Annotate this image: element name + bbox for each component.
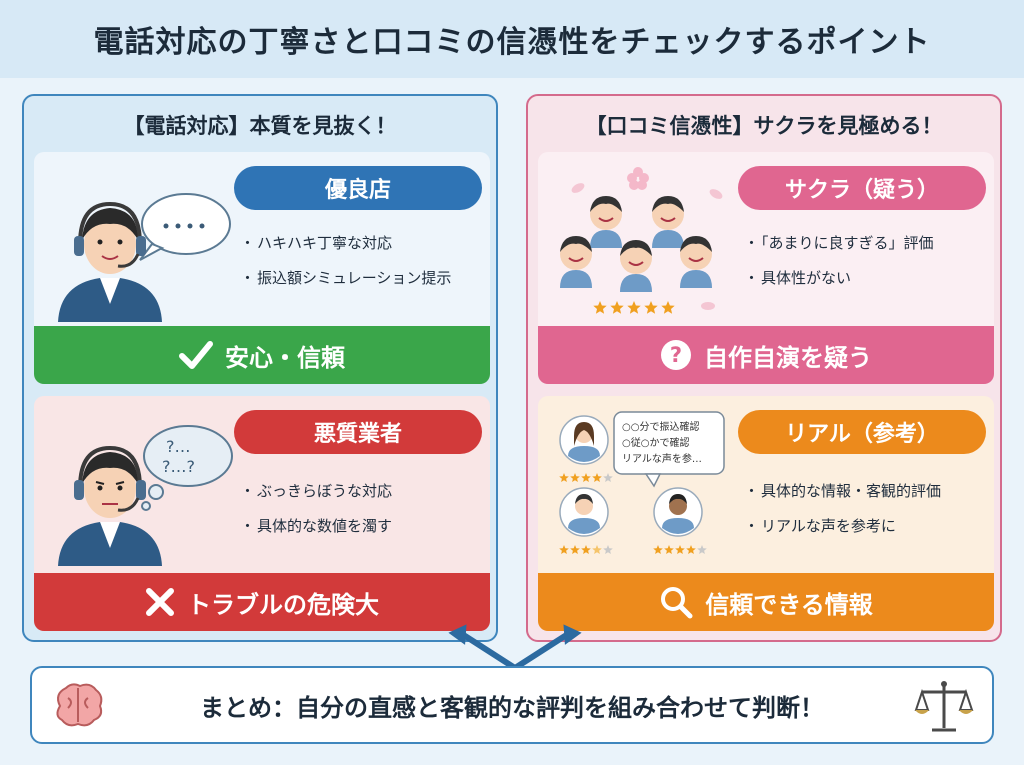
star-icon <box>661 301 675 314</box>
svg-text:?…?: ?…? <box>162 457 195 476</box>
svg-text:○従○かで確認: ○従○かで確認 <box>622 436 689 449</box>
fake-review-point: 「あまりに良すぎる」評価 <box>744 232 934 253</box>
good-shop-point: 振込額シミュレーション提示 <box>240 267 451 288</box>
bad-result-band: トラブルの危険大 <box>34 573 490 631</box>
page-title: 電話対応の丁寧さと口コミの信憑性をチェックするポイント <box>93 25 931 60</box>
fake-review-points: 「あまりに良すぎる」評価 具体性がない <box>744 232 934 302</box>
real-review-card: ○○分で振込確認 ○従○かで確認 リアルな声を参… リアル（参考） 具体的な情報… <box>538 396 994 631</box>
star-icon <box>581 545 591 554</box>
real-result-label: 信頼できる情報 <box>705 590 873 619</box>
good-shop-badge: 優良店 <box>234 166 482 210</box>
star-icon <box>644 301 658 314</box>
bad-shop-points: ぶっきらぼうな対応 具体的な数値を濁す <box>240 480 392 550</box>
star-icon <box>570 473 580 482</box>
star-icon <box>593 301 607 314</box>
real-result-band: 信頼できる情報 <box>538 573 994 631</box>
star-icon <box>610 301 624 314</box>
star-icon <box>570 545 580 554</box>
good-result-label: 安心・信頼 <box>225 343 345 372</box>
good-shop-points: ハキハキ丁寧な対応 振込額シミュレーション提示 <box>240 232 451 302</box>
question-icon: ? <box>660 339 692 371</box>
fake-result-band: ? 自作自演を疑う <box>538 326 994 384</box>
real-review-point: リアルな声を参考に <box>744 515 941 536</box>
star-icon <box>627 301 641 314</box>
fake-review-point: 具体性がない <box>744 267 934 288</box>
real-review-points: 具体的な情報・客観的評価 リアルな声を参考に <box>744 480 941 550</box>
real-reviewers-icon: ○○分で振込確認 ○従○かで確認 リアルな声を参… <box>559 411 725 554</box>
star-icon <box>592 473 602 482</box>
star-ratings <box>559 473 707 554</box>
star-icon <box>664 545 674 554</box>
star-icon <box>603 473 613 482</box>
fake-result-label: 自作自演を疑う <box>704 343 872 372</box>
phone-panel: 【電話対応】本質を見抜く！ 優良店 ハキハキ丁寧な対応 振込額シミュレーション <box>22 94 498 642</box>
summary-box: まとめ：自分の直感と客観的な評判を組み合わせて判断！ <box>30 666 994 744</box>
svg-text:?…: ?… <box>166 437 191 456</box>
review-panel-title: 【口コミ信憑性】サクラを見極める！ <box>585 114 943 138</box>
star-icon <box>697 545 707 554</box>
check-icon <box>179 340 213 370</box>
star-icon <box>603 545 613 554</box>
good-shop-card: 優良店 ハキハキ丁寧な対応 振込額シミュレーション提示 安心・信頼 <box>34 152 490 384</box>
magnifier-icon <box>659 585 693 619</box>
bad-shop-badge: 悪質業者 <box>234 410 482 454</box>
svg-text:?: ? <box>670 343 682 367</box>
star-icon <box>581 473 591 482</box>
fake-review-badge: サクラ（疑う） <box>738 166 986 210</box>
good-shop-point: ハキハキ丁寧な対応 <box>240 232 451 253</box>
review-panel: 【口コミ信憑性】サクラを見極める！ サクラ（疑う） 「あまりに良すぎる」評価 具… <box>526 94 1002 642</box>
real-review-badge: リアル（参考） <box>738 410 986 454</box>
bad-result-label: トラブルの危険大 <box>187 590 379 619</box>
crowd-of-fans-icon <box>560 167 723 314</box>
star-icon <box>559 473 569 482</box>
star-icon <box>675 545 685 554</box>
good-result-band: 安心・信頼 <box>34 326 490 384</box>
real-review-point: 具体的な情報・客観的評価 <box>744 480 941 501</box>
brain-icon <box>56 683 103 727</box>
star-icon <box>653 545 663 554</box>
bad-shop-point: 具体的な数値を濁す <box>240 515 392 536</box>
svg-text:○○分で振込確認: ○○分で振込確認 <box>622 420 699 433</box>
header: 電話対応の丁寧さと口コミの信憑性をチェックするポイント <box>0 0 1024 78</box>
phone-panel-title: 【電話対応】本質を見抜く！ <box>123 114 397 138</box>
summary-text: まとめ：自分の直感と客観的な評判を組み合わせて判断！ <box>200 693 824 722</box>
star-icon <box>592 545 602 554</box>
fake-review-card: サクラ（疑う） 「あまりに良すぎる」評価 具体性がない ? 自作自演を疑う <box>538 152 994 384</box>
bad-shop-card: ?… ?…? 悪質業者 ぶっきらぼうな対応 具体的な数値を濁す トラブルの危険大 <box>34 396 490 631</box>
scales-icon <box>914 681 974 732</box>
svg-text:リアルな声を参…: リアルな声を参… <box>622 452 702 465</box>
operator-worried-icon: ?… ?…? <box>58 425 233 566</box>
star-icon <box>559 545 569 554</box>
cross-icon <box>145 587 175 617</box>
fan-faces <box>560 196 712 292</box>
star-icon <box>686 545 696 554</box>
five-star-rating-icon <box>593 301 675 314</box>
operator-happy-icon <box>58 193 231 322</box>
bad-shop-point: ぶっきらぼうな対応 <box>240 480 392 501</box>
